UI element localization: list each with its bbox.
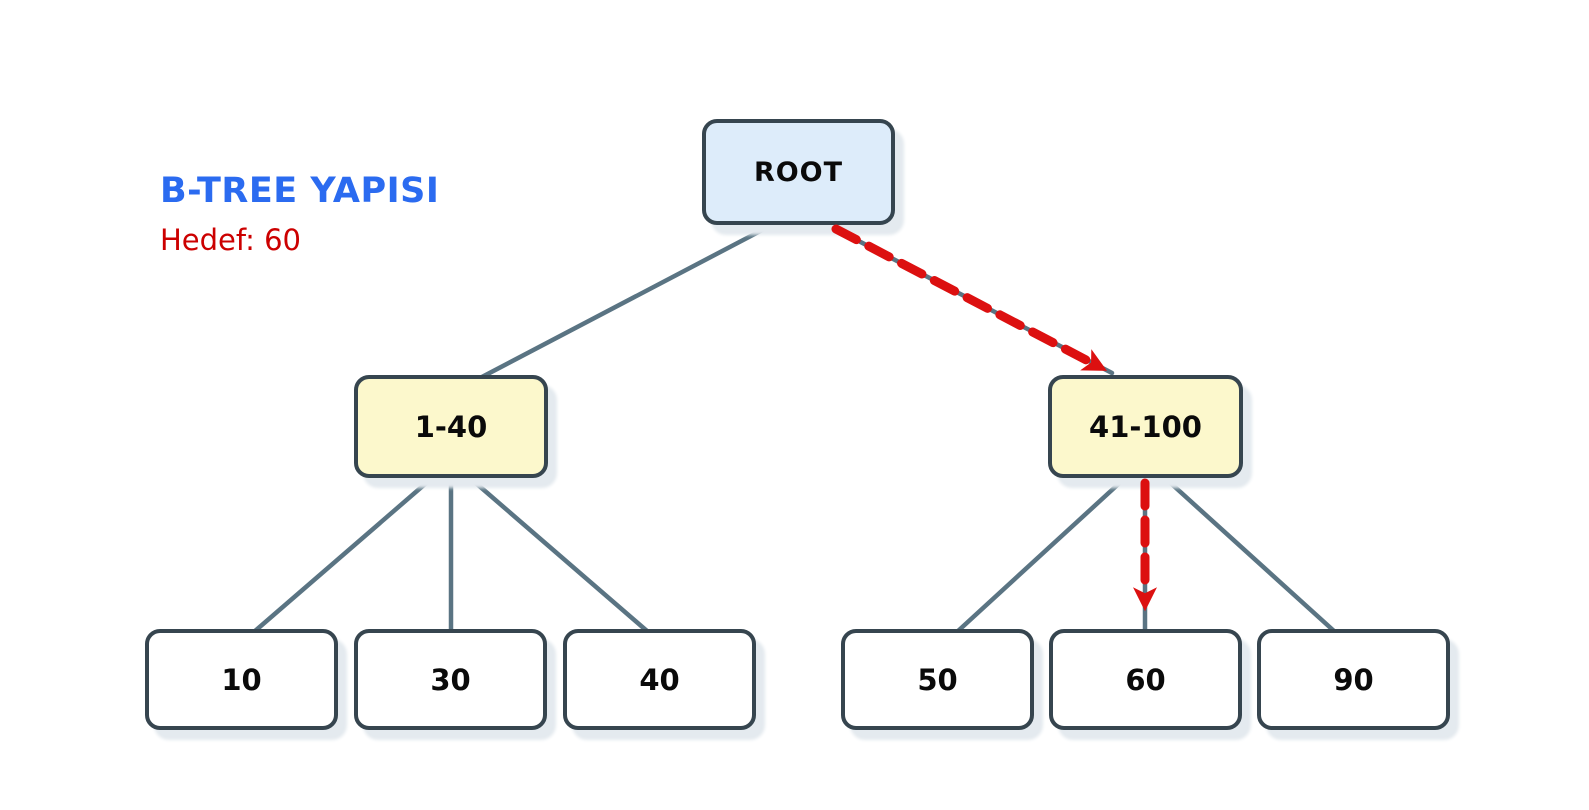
node-leaf-90: 90 <box>1257 629 1450 730</box>
node-leaf-60-label: 60 <box>1125 662 1166 697</box>
search-target-label: Hedef: 60 <box>160 222 301 257</box>
edge-root-to-41-100 <box>823 221 1115 376</box>
node-1-40: 1-40 <box>354 375 548 478</box>
node-leaf-40-label: 40 <box>639 662 680 697</box>
node-leaf-40: 40 <box>563 629 756 730</box>
caption-block: B-TREE YAPISI Hedef: 60 <box>160 172 439 256</box>
node-41-100-label: 41-100 <box>1089 409 1202 444</box>
node-root: ROOT <box>702 119 895 225</box>
edge-1-40-to-40 <box>467 475 650 634</box>
node-leaf-10-label: 10 <box>221 662 262 697</box>
node-leaf-30: 30 <box>354 629 547 730</box>
node-root-label: ROOT <box>753 156 844 188</box>
edge-1-40-to-10 <box>252 475 435 634</box>
edge-41-100-to-50 <box>955 475 1128 634</box>
edge-root-to-1-40 <box>477 224 771 381</box>
search-arrow-root-to-41-100 <box>831 224 1108 371</box>
node-leaf-50-label: 50 <box>917 662 958 697</box>
node-1-40-label: 1-40 <box>414 409 488 444</box>
edge-41-100-to-90 <box>1162 475 1337 634</box>
node-leaf-90-label: 90 <box>1333 662 1374 697</box>
node-leaf-10: 10 <box>145 629 338 730</box>
node-leaf-60: 60 <box>1049 629 1242 730</box>
node-leaf-50: 50 <box>841 629 1034 730</box>
node-41-100: 41-100 <box>1048 375 1243 478</box>
diagram-title: B-TREE YAPISI <box>160 171 440 211</box>
node-leaf-30-label: 30 <box>430 662 471 697</box>
